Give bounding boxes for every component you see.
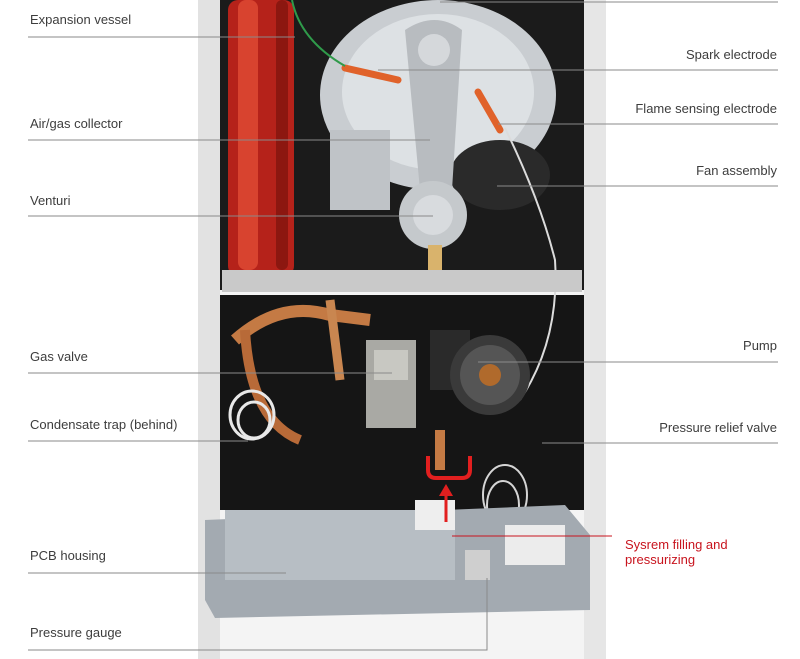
label-pump: Pump bbox=[743, 338, 777, 353]
pcb-housing-shape bbox=[205, 500, 590, 618]
label-expansion-vessel: Expansion vessel bbox=[30, 12, 132, 27]
label-pressure-relief-valve: Pressure relief valve bbox=[659, 420, 777, 435]
label-pressure-gauge: Pressure gauge bbox=[30, 625, 122, 640]
leader-pressure-gauge bbox=[28, 578, 488, 651]
pump-shape bbox=[430, 330, 530, 415]
label-spark-electrode: Spark electrode bbox=[685, 47, 777, 62]
annotation-filling-pressurizing: Sysrem filling and pressurizing bbox=[625, 537, 728, 567]
expansion-vessel-shape bbox=[228, 0, 294, 276]
filling-marker bbox=[426, 456, 472, 522]
label-gas-valve: Gas valve bbox=[30, 349, 88, 364]
label-fan-assembly: Fan assembly bbox=[696, 163, 777, 178]
label-air-gas-collector: Air/gas collector bbox=[30, 116, 123, 131]
label-venturi: Venturi bbox=[30, 193, 71, 208]
electrode-leads bbox=[291, 0, 557, 401]
crossbar bbox=[222, 270, 582, 292]
label-condensate-trap: Condensate trap (behind) bbox=[30, 417, 178, 432]
gas-valve-shape bbox=[366, 340, 416, 428]
air-gas-collector-shape bbox=[399, 20, 467, 273]
label-flame-sensing-electrode: Flame sensing electrode bbox=[635, 101, 777, 116]
label-pcb-housing: PCB housing bbox=[30, 548, 106, 563]
condensate-trap-shape bbox=[228, 389, 276, 441]
